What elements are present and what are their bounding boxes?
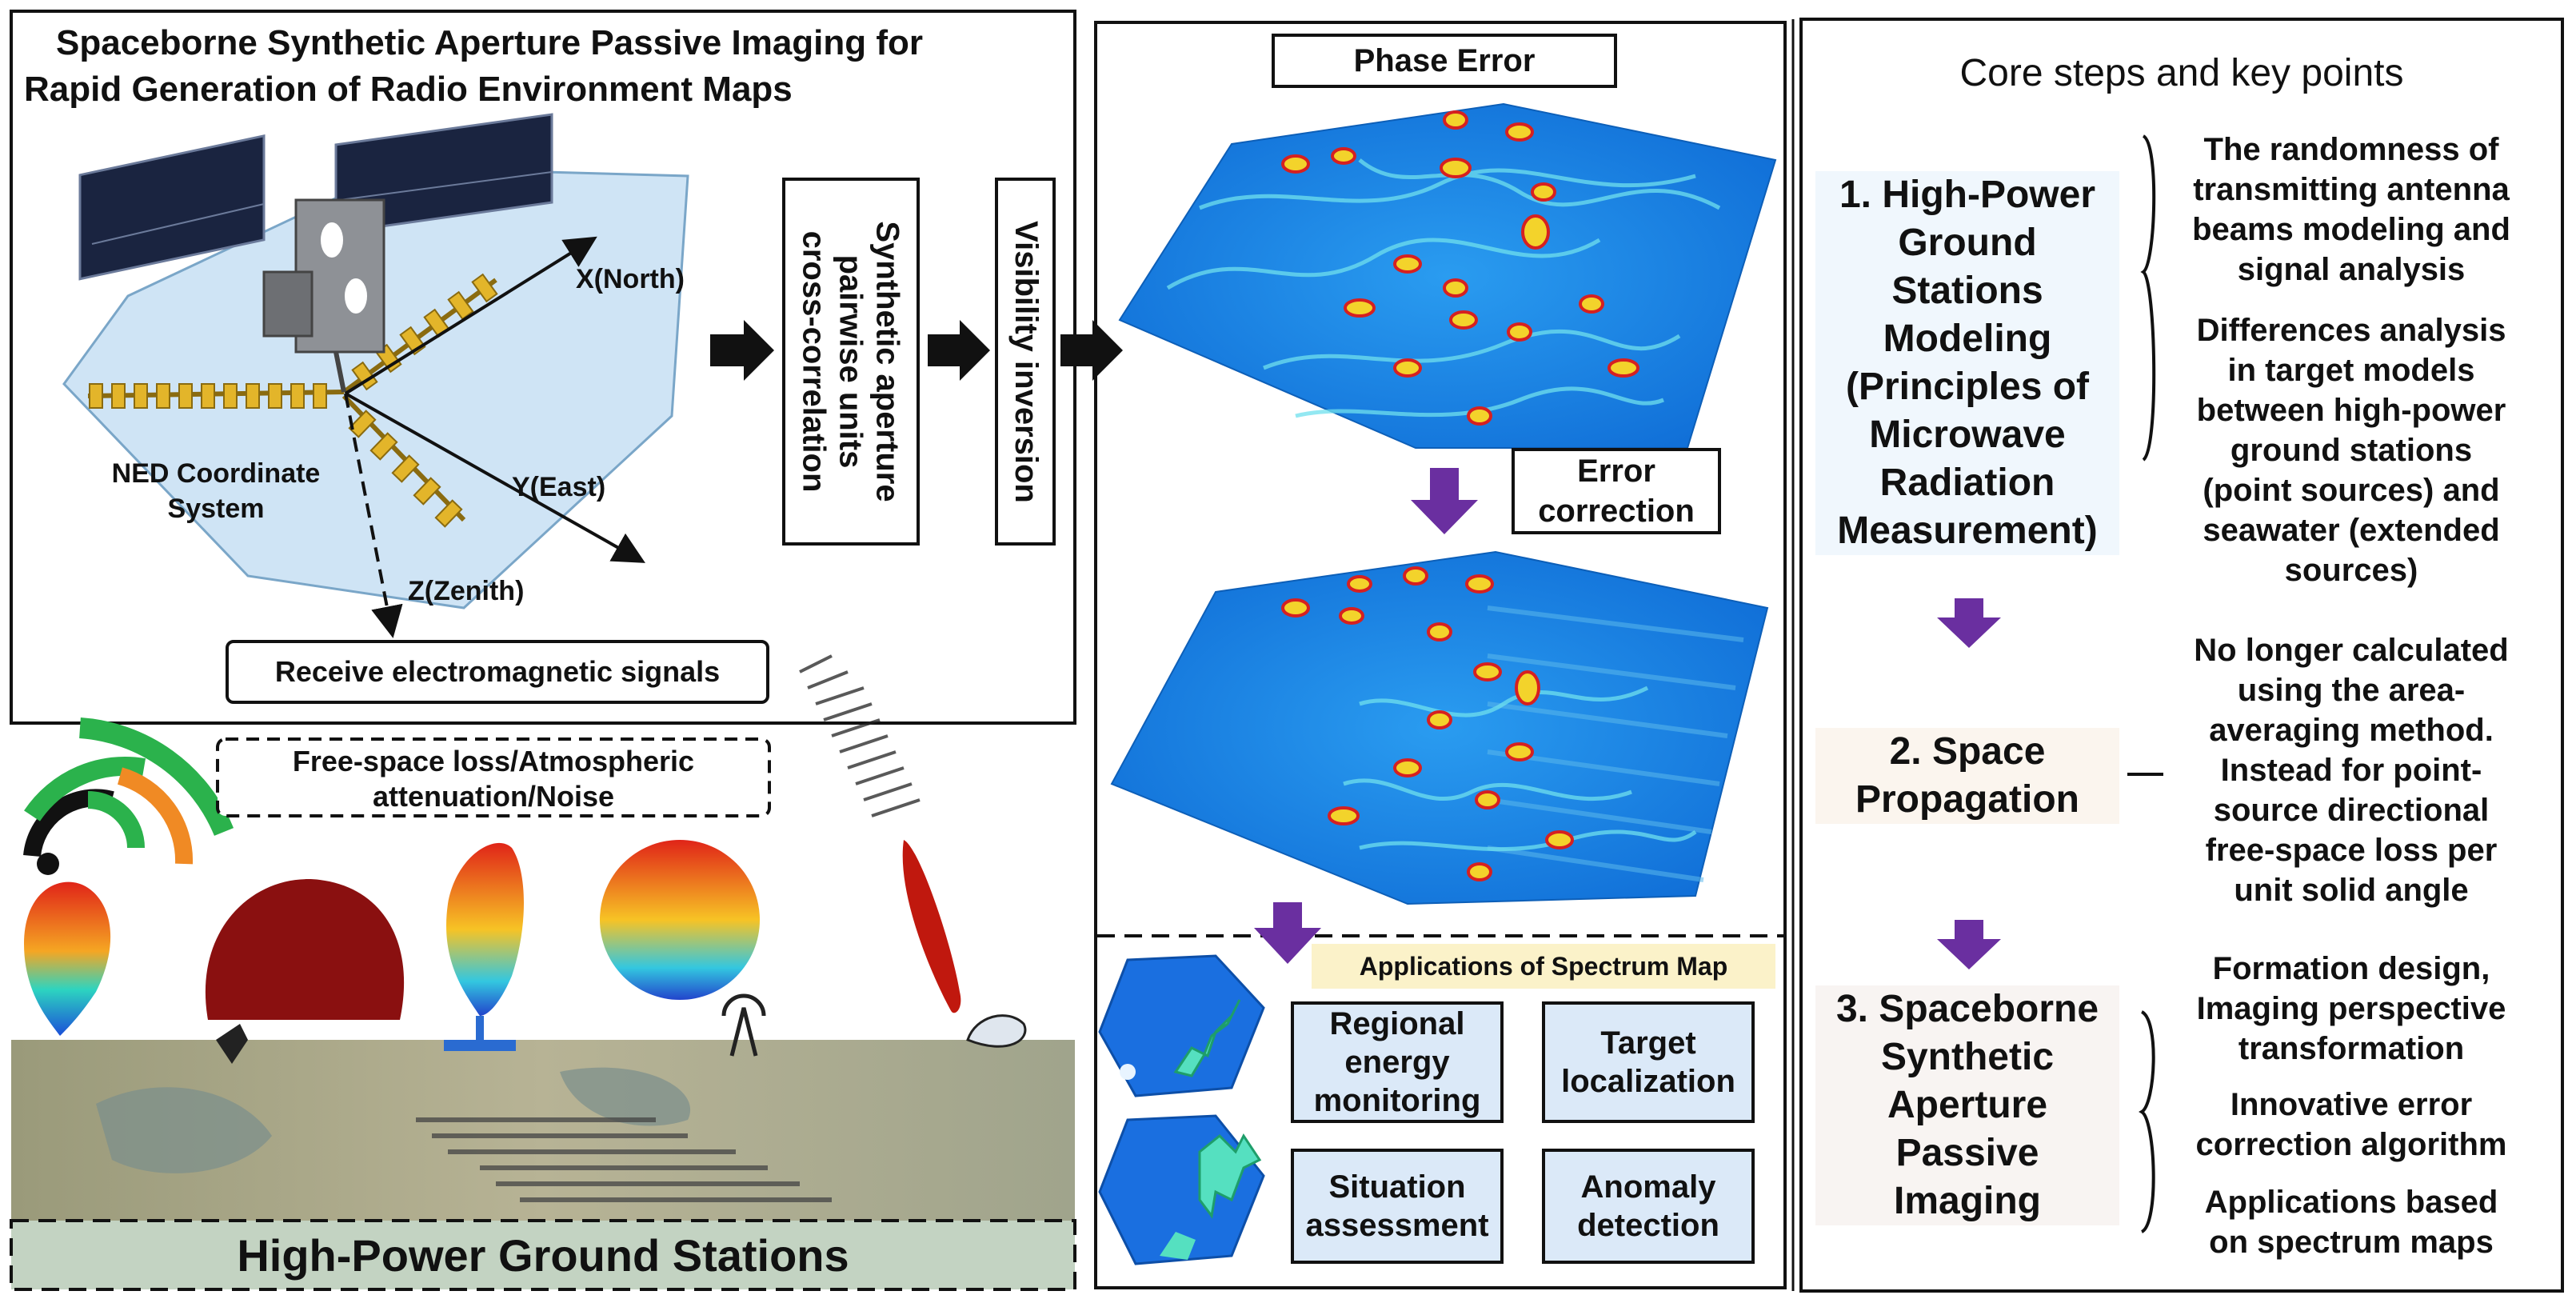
- x-axis: [344, 236, 597, 395]
- step1-point-1: The randomness of transmitting antenna b…: [2192, 132, 2510, 287]
- visibility-inversion-box: Visibility inversion: [995, 178, 1056, 546]
- phase-error-heatmap: [1118, 102, 1777, 449]
- satellite-icon: [78, 113, 553, 393]
- phase-error-label: Phase Error: [1272, 34, 1617, 88]
- step2-label: 2. Space Propagation: [1815, 728, 2119, 824]
- ground-stations-title: High-Power Ground Stations: [237, 1229, 849, 1281]
- beam-pattern-1: [24, 881, 111, 1036]
- flow-arrows: [710, 320, 1123, 381]
- spectrum-thumbnail-1: [1098, 954, 1265, 1097]
- cross-correlation-box: Synthetic aperture pairwise units cross-…: [782, 178, 920, 546]
- step3-point-1: Formation design, Imaging perspective tr…: [2196, 951, 2506, 1066]
- app-target-localization: Target localization: [1542, 1001, 1755, 1123]
- ned-label: NED Coordinate System: [111, 458, 321, 524]
- axis-x-label: X(North): [576, 264, 685, 294]
- app-regional-energy: Regional energy monitoring: [1291, 1001, 1504, 1123]
- axis-y-label: Y(East): [512, 472, 606, 502]
- main-title-line2: Rapid Generation of Radio Environment Ma…: [24, 70, 793, 109]
- y-axis: [345, 392, 645, 563]
- antenna-array: [87, 273, 498, 528]
- beam-pattern-2: [205, 879, 405, 1020]
- spectrum-thumbnail-2: [1098, 1114, 1265, 1265]
- apps-title: Applications of Spectrum Map: [1312, 944, 1775, 989]
- ground-title-strip: [10, 1219, 1076, 1291]
- app-situation-assessment: Situation assessment: [1291, 1149, 1504, 1264]
- loss-label: Free-space loss/Atmospheric attenuation/…: [292, 745, 695, 813]
- step3-point-2: Innovative error correction algorithm: [2195, 1087, 2507, 1162]
- axis-z-label: Z(Zenith): [408, 576, 525, 606]
- step2-points: No longer calculated using the area- ave…: [2194, 633, 2509, 908]
- purple-arrows: [1254, 468, 2001, 969]
- brace-connectors: [2127, 134, 2163, 1233]
- antenna-beam-patterns: [24, 654, 961, 1036]
- corrected-heatmap: [1110, 550, 1769, 905]
- step3-point-3: Applications based on spectrum maps: [2204, 1185, 2498, 1260]
- receive-signals-box: Receive electromagnetic signals: [226, 640, 769, 704]
- step1-point-2: Differences analysis in target models be…: [2196, 313, 2506, 588]
- ground-station-icons: [216, 993, 1027, 1064]
- step1-label: 1. High-Power Ground Stations Modeling (…: [1815, 171, 2119, 555]
- z-axis: [344, 393, 403, 638]
- loss-box-frame: [216, 737, 771, 817]
- beam-pattern-3: [446, 842, 524, 1016]
- beam-pattern-5: [902, 840, 961, 1013]
- signal-waves-icon: [23, 717, 234, 875]
- beam-pattern-4: [600, 840, 760, 1000]
- main-title-line1: Spaceborne Synthetic Aperture Passive Im…: [56, 23, 924, 62]
- core-steps-title: Core steps and key points: [1959, 51, 2404, 94]
- error-correction-label: Error correction: [1512, 448, 1721, 534]
- step3-label: 3. Spaceborne Synthetic Aperture Passive…: [1815, 985, 2119, 1225]
- app-anomaly-detection: Anomaly detection: [1542, 1149, 1755, 1264]
